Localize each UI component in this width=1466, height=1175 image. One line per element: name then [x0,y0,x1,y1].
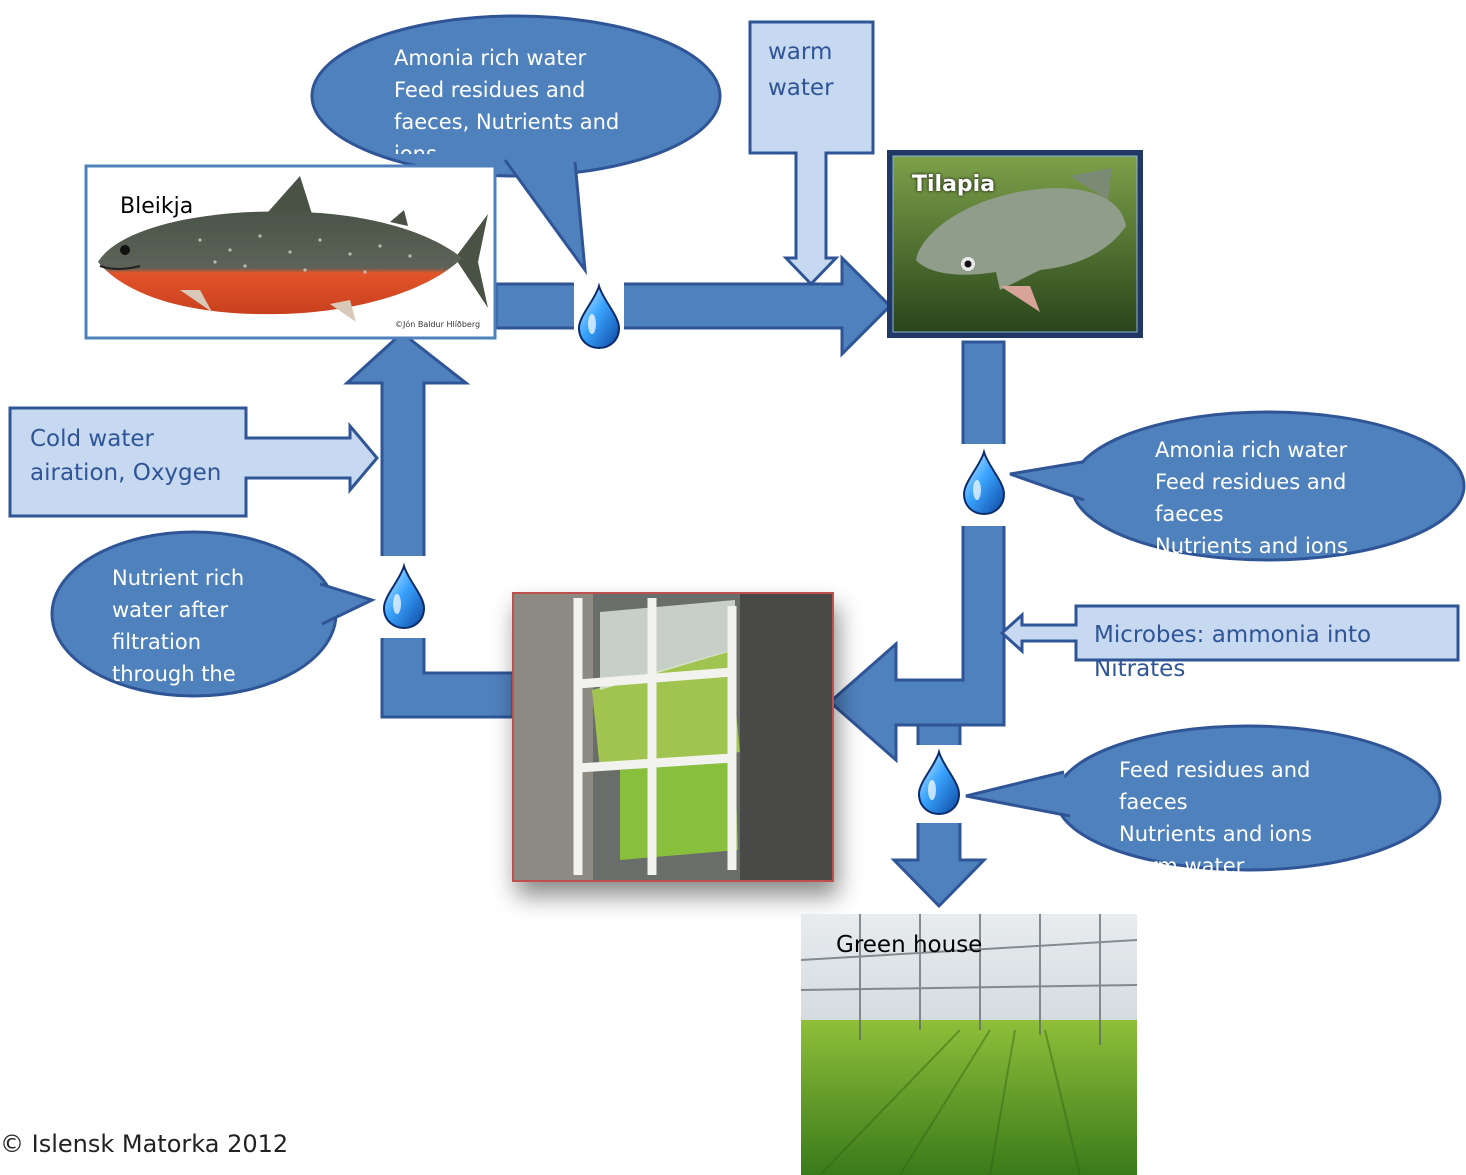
droplet-icon [382,562,426,630]
bleikja-credit: ©Jón Baldur Hlíðberg [395,320,481,329]
callout-line: faeces [1119,790,1188,814]
callout-right [1009,410,1466,562]
callout-line: ions [394,142,437,154]
cold-water-text: Cold water airation, Oxygen [30,422,240,490]
warm-water-label: warm water [768,39,834,101]
arrow-filter-to-bleikja [343,331,515,719]
microbes-box [999,604,1460,662]
callout-bottom-right-text: Feed residues and faeces Nutrients and i… [1119,754,1339,872]
callout-line: water after [112,598,229,622]
tilapia-image [887,150,1143,338]
droplet-icon [577,282,621,350]
callout-line: Feed residues and [1155,470,1347,494]
callout-left [50,530,377,698]
callout-line: through the [112,662,236,686]
copyright-text: © Islensk Matorka 2012 [0,1130,289,1158]
warm-water-box [748,20,875,287]
microbes-text: Microbes: ammonia into Nitrates [1094,618,1454,686]
callout-line: Amonia rich water [394,46,587,70]
droplet-icon [917,748,961,816]
droplets [382,282,1006,816]
callout-line: warm water [1119,854,1245,872]
bleikja-image [84,164,497,340]
droplet-icon [962,448,1006,516]
callout-line: Feed residues and [394,78,586,102]
callout-line: faeces, Nutrients and [394,110,620,134]
bleikja-label: Bleikja [120,194,194,219]
cold-water-line: airation, Oxygen [30,460,222,486]
microbes-line: Nitrates [1094,656,1186,682]
greenhouse-image [800,914,1138,1175]
greenhouse-label: Green house [836,932,983,958]
callout-line: faeces [1155,502,1224,526]
filter-image [512,592,834,882]
cold-water-line: Cold water [30,426,154,452]
arrow-tilapia-to-filter [827,340,1006,764]
callout-line: filtration [112,630,202,654]
arrow-bleikja-to-tilapia [494,254,893,358]
callout-right-text: Amonia rich water Feed residues and faec… [1155,434,1375,554]
callout-line: Nutrients and ions [1119,822,1312,846]
microbes-line: Microbes: ammonia into [1094,622,1372,648]
tilapia-label: Tilapia [912,172,996,197]
cold-water-box [8,406,379,518]
callout-line: Nutrient rich [112,566,245,590]
callout-line: Feed residues and [1119,758,1311,782]
warm-water-text: warm water [768,34,864,106]
callout-line: Nutrients and ions [1155,534,1348,554]
callout-bottom-right [965,724,1442,872]
callout-top-text: Amonia rich water Feed residues and faec… [394,42,634,154]
callout-line: Amonia rich water [1155,438,1348,462]
callout-top [310,14,722,276]
callout-left-text: Nutrient rich water after filtration thr… [112,562,272,688]
